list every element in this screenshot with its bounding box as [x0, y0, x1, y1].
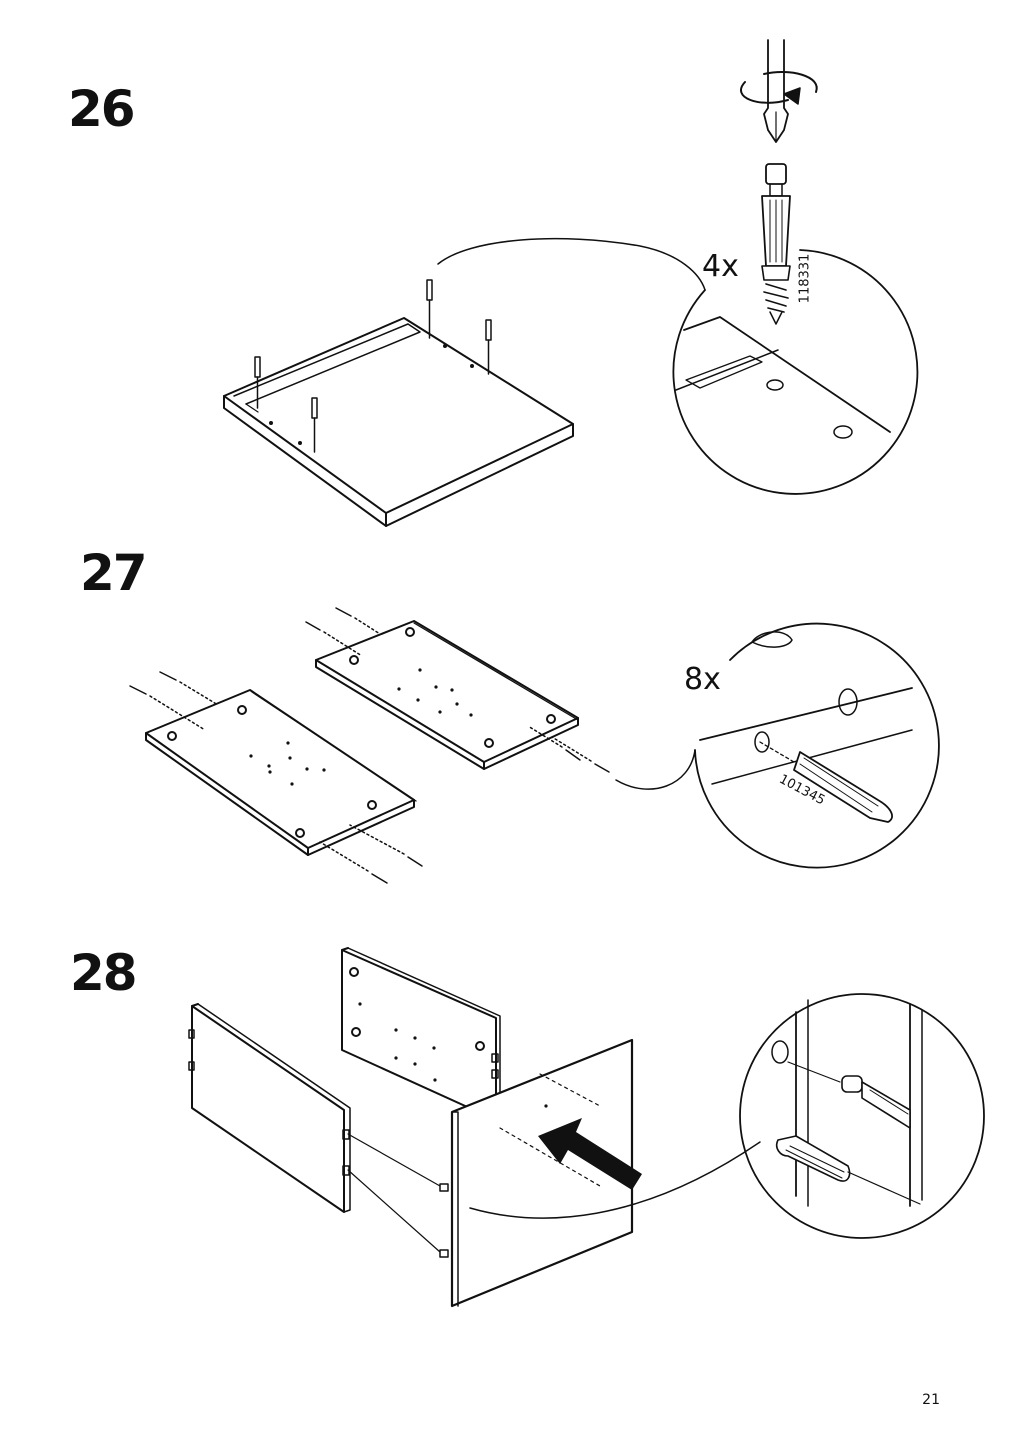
step-26-cam-dowels	[255, 280, 491, 452]
step-27-callout-leader	[616, 750, 695, 789]
step-28-drawing	[189, 948, 984, 1306]
step-28-number: 28	[70, 944, 138, 1002]
step-27-left-panel	[146, 690, 416, 855]
step-28-front-panel	[440, 1040, 632, 1306]
step-26-detail-circle	[673, 250, 917, 494]
step-27-right-panel	[316, 621, 578, 769]
step-28-detail-circle	[740, 994, 984, 1238]
wooden-dowel	[350, 825, 422, 866]
step-26-number: 26	[68, 80, 136, 138]
step-26-panel-holes	[269, 344, 474, 445]
wooden-dowel	[552, 737, 609, 772]
step-27-detail-circle	[695, 624, 939, 868]
step-26-callout-leader	[438, 239, 705, 290]
cam-dowel	[486, 320, 491, 374]
step-27-number: 27	[80, 544, 148, 602]
cam-dowel	[312, 398, 317, 452]
wooden-dowel	[528, 726, 580, 760]
step-26-panel	[224, 318, 573, 526]
wooden-dowel	[320, 842, 387, 883]
cam-dowel	[255, 357, 260, 408]
wooden-dowel-detail	[777, 1136, 920, 1204]
screwdriver-icon	[741, 40, 817, 142]
step-26-quantity: 4x	[702, 249, 739, 284]
step-27-drawing	[130, 608, 939, 883]
wooden-dowel	[160, 672, 218, 705]
cam-dowel-part-118331	[762, 164, 790, 324]
step-28-back-panel	[342, 948, 500, 1120]
rotation-arrow-icon	[784, 88, 800, 104]
wooden-dowel	[130, 686, 205, 730]
page-number: 21	[922, 1392, 940, 1408]
wooden-dowel-part-101345	[760, 742, 892, 822]
step-27-quantity: 8x	[684, 662, 721, 697]
push-arrow-icon	[538, 1118, 642, 1190]
cam-dowel	[427, 280, 432, 338]
cam-dowel-detail	[842, 1076, 910, 1128]
wooden-dowel	[306, 622, 362, 656]
step-28-left-panel	[189, 1004, 440, 1252]
wooden-dowel	[336, 608, 380, 634]
step-26-drawing	[224, 40, 917, 526]
step-28-callout-leader	[470, 1142, 760, 1218]
step-27-wooden-dowels	[130, 608, 609, 883]
